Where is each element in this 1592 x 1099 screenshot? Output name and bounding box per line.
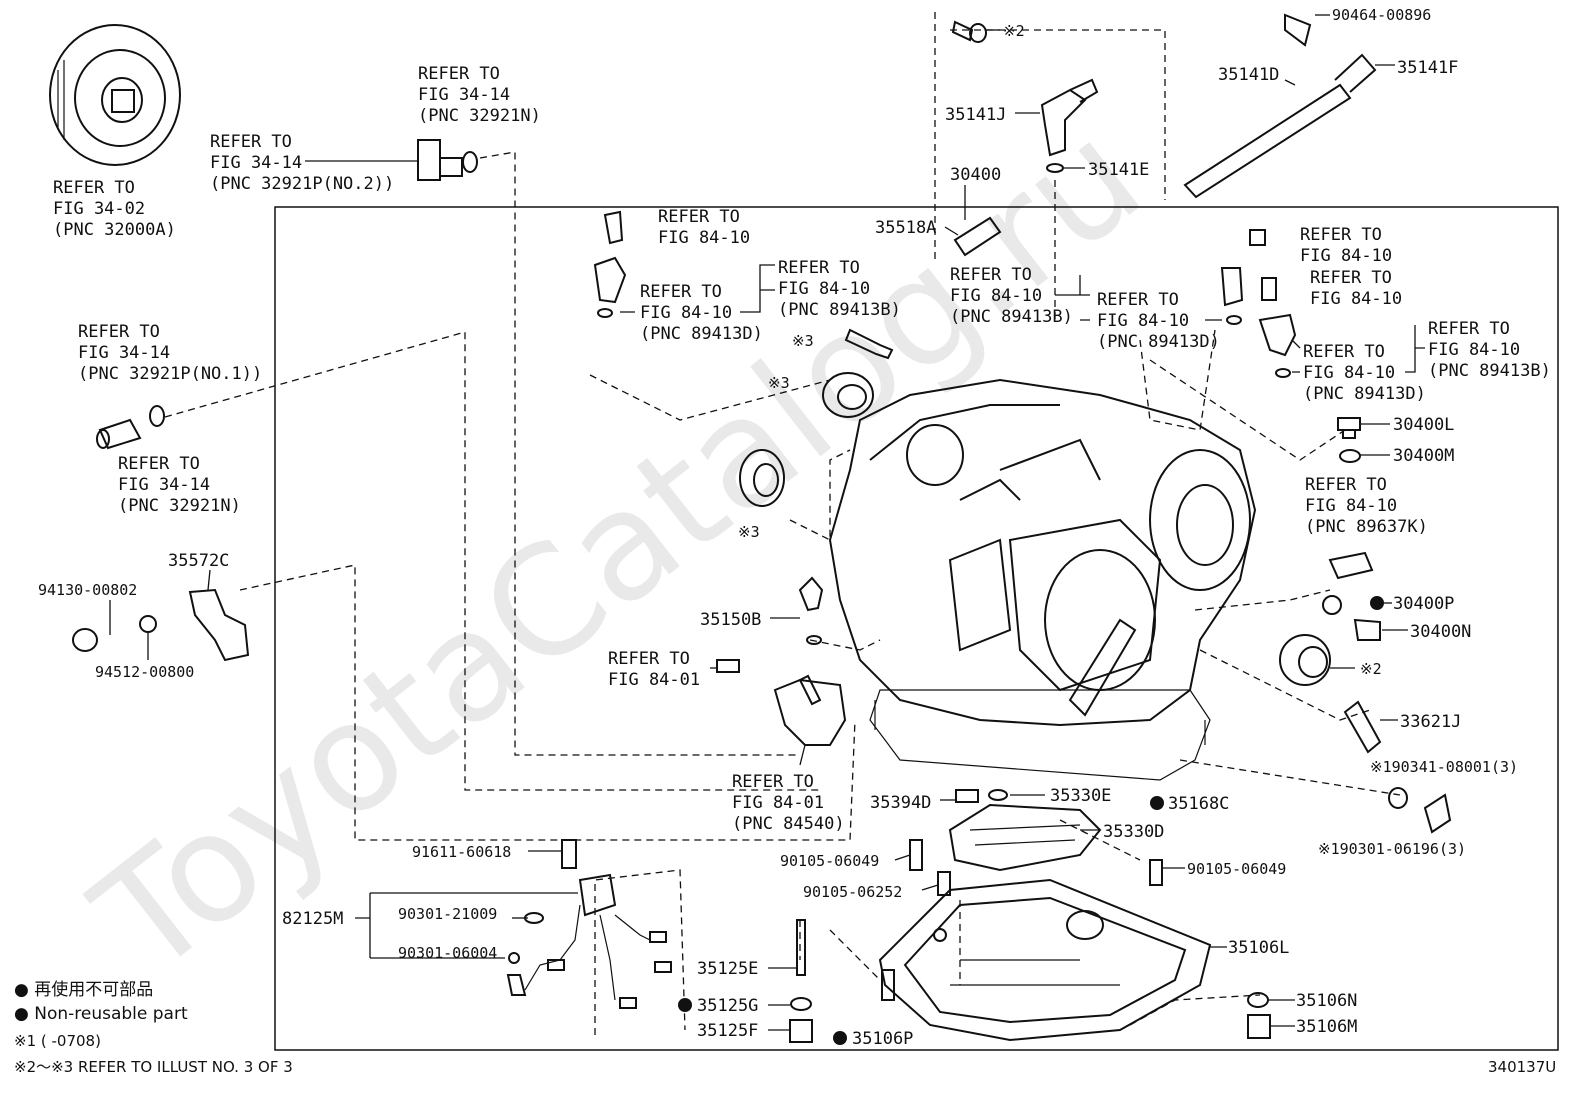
label-35106l: 35106L [1228, 938, 1289, 958]
plate-35518a [953, 216, 1002, 257]
neutral-switch [716, 659, 847, 746]
label-35168c: 35168C [1168, 794, 1229, 814]
leader-lines [109, 14, 1425, 1031]
drain-parts [789, 919, 1271, 1043]
label-x3-bolt: ※3 [792, 332, 814, 350]
label-35125g: 35125G [697, 996, 758, 1016]
plug-30400l [1337, 417, 1361, 463]
label-x3-seal-left: ※3 [738, 523, 760, 541]
label-91611: 91611-60618 [412, 843, 511, 861]
label-35150b: 35150B [700, 610, 761, 630]
label-30400l: 30400L [1393, 415, 1454, 435]
label-35518a: 35518A [875, 218, 936, 238]
label-35394d: 35394D [870, 793, 931, 813]
sensor-mid [1220, 229, 1266, 325]
label-94512: 94512-00800 [95, 663, 194, 681]
label-82125m: 82125M [282, 909, 343, 929]
washer-30400p [1322, 595, 1342, 615]
label-x3-seal-upper: ※3 [768, 374, 790, 392]
legend-note2: ※2〜※3 REFER TO ILLUST NO. 3 OF 3 [14, 1058, 293, 1076]
sensor-left [593, 210, 627, 318]
plate-33621j [1343, 700, 1382, 754]
bolt-90301-06196 [1423, 793, 1452, 834]
label-35141d: 35141D [1218, 65, 1279, 85]
bolt-top [951, 20, 987, 43]
cooler-fitting-left [96, 405, 165, 450]
label-90301-06004: 90301-06004 [398, 944, 497, 962]
label-94130: 94130-00802 [38, 581, 137, 599]
label-35141j: 35141J [945, 105, 1006, 125]
label-90105-06049-left: 90105-06049 [780, 852, 879, 870]
label-30400p: 30400P [1393, 594, 1454, 614]
label-90301-06196: ※190301-06196(3) [1318, 840, 1466, 858]
guide-lines [164, 12, 1401, 1035]
pan-bolts [881, 839, 1163, 1001]
tube-35141d [1183, 13, 1377, 199]
watermark: ToyotaCatalog.ru [64, 90, 1172, 1009]
oil-pan [878, 878, 1212, 1042]
label-90105-06049-right: 90105-06049 [1187, 860, 1286, 878]
washer-90341 [1388, 787, 1408, 809]
transmission-case [828, 378, 1257, 781]
oil-seal-left [739, 449, 785, 507]
label-35125e: 35125E [697, 959, 758, 979]
legend-non-reusable-en: ● Non-reusable part [14, 1004, 188, 1024]
label-35330d: 35330D [1103, 822, 1164, 842]
label-35106m: 35106M [1296, 1017, 1357, 1037]
label-30400: 30400 [950, 165, 1001, 185]
label-30400m: 30400M [1393, 446, 1454, 466]
oil-strainer [948, 789, 1102, 872]
label-35106n: 35106N [1296, 991, 1357, 1011]
label-30400n: 30400N [1410, 622, 1471, 642]
label-35141f: 35141F [1397, 58, 1458, 78]
label-x2-seal-right: ※2 [1360, 660, 1382, 678]
pipe-35150b [798, 576, 824, 645]
legend-note1: ※1 ( -0708) [14, 1032, 101, 1050]
torque-converter [49, 24, 181, 166]
oil-seal-right [1279, 634, 1331, 686]
cooler-fitting-top [417, 139, 478, 181]
label-35141e: 35141E [1088, 160, 1149, 180]
oil-seal-upper [822, 372, 874, 418]
plug-89637k [1328, 551, 1374, 580]
label-35572c: 35572C [168, 551, 229, 571]
wire-harness [506, 839, 672, 1009]
label-90105-06252: 90105-06252 [803, 883, 902, 901]
label-90464: 90464-00896 [1332, 6, 1431, 24]
sensor-right [1258, 277, 1297, 378]
label-35330e: 35330E [1050, 786, 1111, 806]
label-90341: ※190341-08001(3) [1370, 758, 1518, 776]
non-reusable-markers [678, 596, 1384, 1045]
label-x2-top: ※2 [1003, 22, 1025, 40]
label-35125f: 35125F [697, 1021, 758, 1041]
bracket-35572c [72, 588, 250, 662]
plug-30400n [1353, 618, 1381, 641]
label-35106p: 35106P [852, 1029, 913, 1049]
label-90301-21009: 90301-21009 [398, 905, 497, 923]
label-33621j: 33621J [1400, 712, 1461, 732]
legend-non-reusable-jp: ● 再使用不可部品 [14, 979, 153, 1000]
bolt-x3 [844, 328, 894, 360]
illustration-id: 340137U [1488, 1058, 1556, 1076]
assembly-frame [274, 206, 1559, 1051]
